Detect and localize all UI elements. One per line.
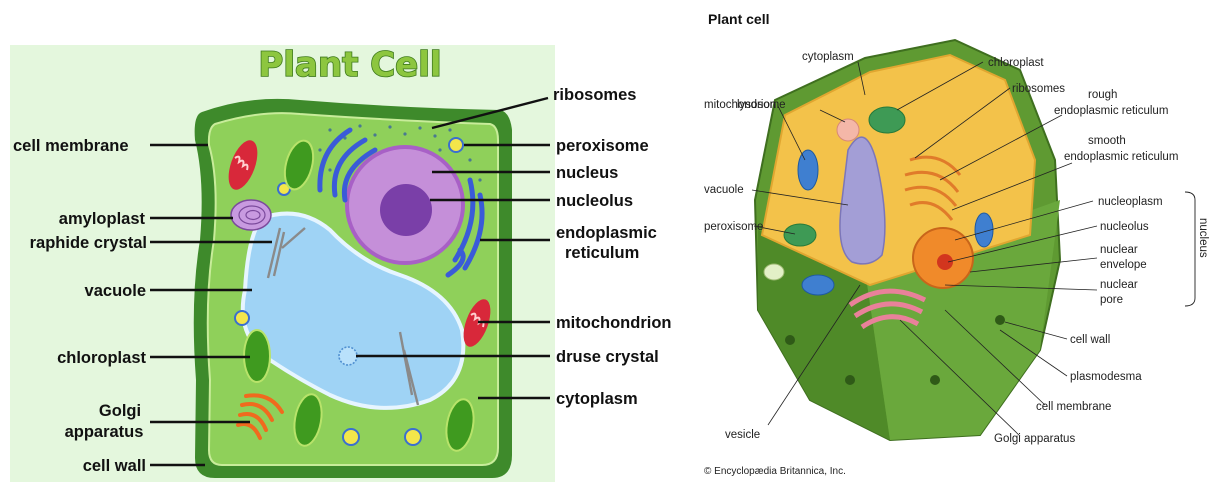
- left-nucleolus: [380, 184, 432, 236]
- right-label-nuclear-pore-1: nuclear: [1100, 279, 1138, 291]
- right-peroxisome: [764, 264, 784, 280]
- right-mitochondrion-2: [802, 275, 834, 295]
- label-druse-crystal: druse crystal: [556, 348, 659, 366]
- label-cell-wall: cell wall: [83, 457, 146, 475]
- right-chloroplast-1: [869, 107, 905, 133]
- left-amyloplast: [231, 200, 271, 230]
- right-label-peroxisome: peroxisome: [704, 221, 763, 233]
- right-label-cell-wall: cell wall: [1070, 334, 1110, 346]
- right-title: Plant cell: [708, 11, 769, 27]
- right-label-nuclear-envelope-2: envelope: [1100, 259, 1147, 271]
- right-label-nucleus-bracket: nucleus: [1197, 218, 1209, 258]
- right-diagram-svg: Plant cell: [700, 0, 1210, 482]
- right-label-vacuole: vacuole: [704, 184, 744, 196]
- right-label-nucleoplasm: nucleoplasm: [1098, 196, 1163, 208]
- label-er-line1: endoplasmic: [556, 224, 657, 242]
- label-cytoplasm: cytoplasm: [556, 390, 638, 408]
- right-label-cytoplasm: cytoplasm: [802, 51, 854, 63]
- label-golgi-line1: Golgi: [99, 402, 141, 420]
- right-plant-cell-diagram: Plant cell: [700, 0, 1210, 482]
- right-chloroplast-2: [784, 224, 816, 246]
- right-copyright: © Encyclopædia Britannica, Inc.: [704, 466, 846, 477]
- right-label-chloroplast: chloroplast: [988, 57, 1044, 69]
- right-label-ribosomes: ribosomes: [1012, 83, 1065, 95]
- right-label-rough-er-2: endoplasmic reticulum: [1054, 105, 1168, 117]
- right-label-plasmodesma: plasmodesma: [1070, 371, 1142, 383]
- left-title: Plant Cell: [258, 45, 441, 85]
- right-nucleolus: [937, 254, 953, 270]
- right-label-golgi-apparatus: Golgi apparatus: [994, 433, 1075, 445]
- label-cell-membrane: cell membrane: [13, 137, 129, 155]
- right-label-vesicle: vesicle: [725, 429, 760, 441]
- label-nucleus: nucleus: [556, 164, 618, 182]
- right-label-smooth-er-2: endoplasmic reticulum: [1064, 151, 1178, 163]
- right-label-nuclear-envelope-1: nuclear: [1100, 244, 1138, 256]
- label-chloroplast: chloroplast: [57, 349, 146, 367]
- left-druse-crystal: [339, 347, 357, 365]
- label-amyloplast: amyloplast: [59, 210, 146, 228]
- label-peroxisome: peroxisome: [556, 137, 649, 155]
- right-lysosome: [837, 119, 859, 141]
- label-er-line2: reticulum: [565, 244, 639, 262]
- right-label-cell-membrane: cell membrane: [1036, 401, 1111, 413]
- label-mitochondrion: mitochondrion: [556, 314, 671, 332]
- right-nucleus-bracket: [1185, 192, 1195, 306]
- right-mitochondrion-1: [798, 150, 818, 190]
- label-golgi-line2: apparatus: [65, 423, 144, 441]
- right-label-smooth-er-1: smooth: [1088, 135, 1126, 147]
- left-plant-cell-diagram: Plant Cell: [0, 0, 700, 482]
- label-raphide-crystal: raphide crystal: [30, 234, 147, 252]
- right-label-rough-er-1: rough: [1088, 89, 1117, 101]
- right-label-nucleolus: nucleolus: [1100, 221, 1149, 233]
- right-label-nuclear-pore-2: pore: [1100, 294, 1123, 306]
- right-label-mitochondrion: mitochondrion: [704, 99, 776, 111]
- label-vacuole: vacuole: [85, 282, 146, 300]
- label-ribosomes: ribosomes: [553, 86, 636, 104]
- label-nucleolus: nucleolus: [556, 192, 633, 210]
- left-diagram-svg: Plant Cell: [0, 0, 700, 482]
